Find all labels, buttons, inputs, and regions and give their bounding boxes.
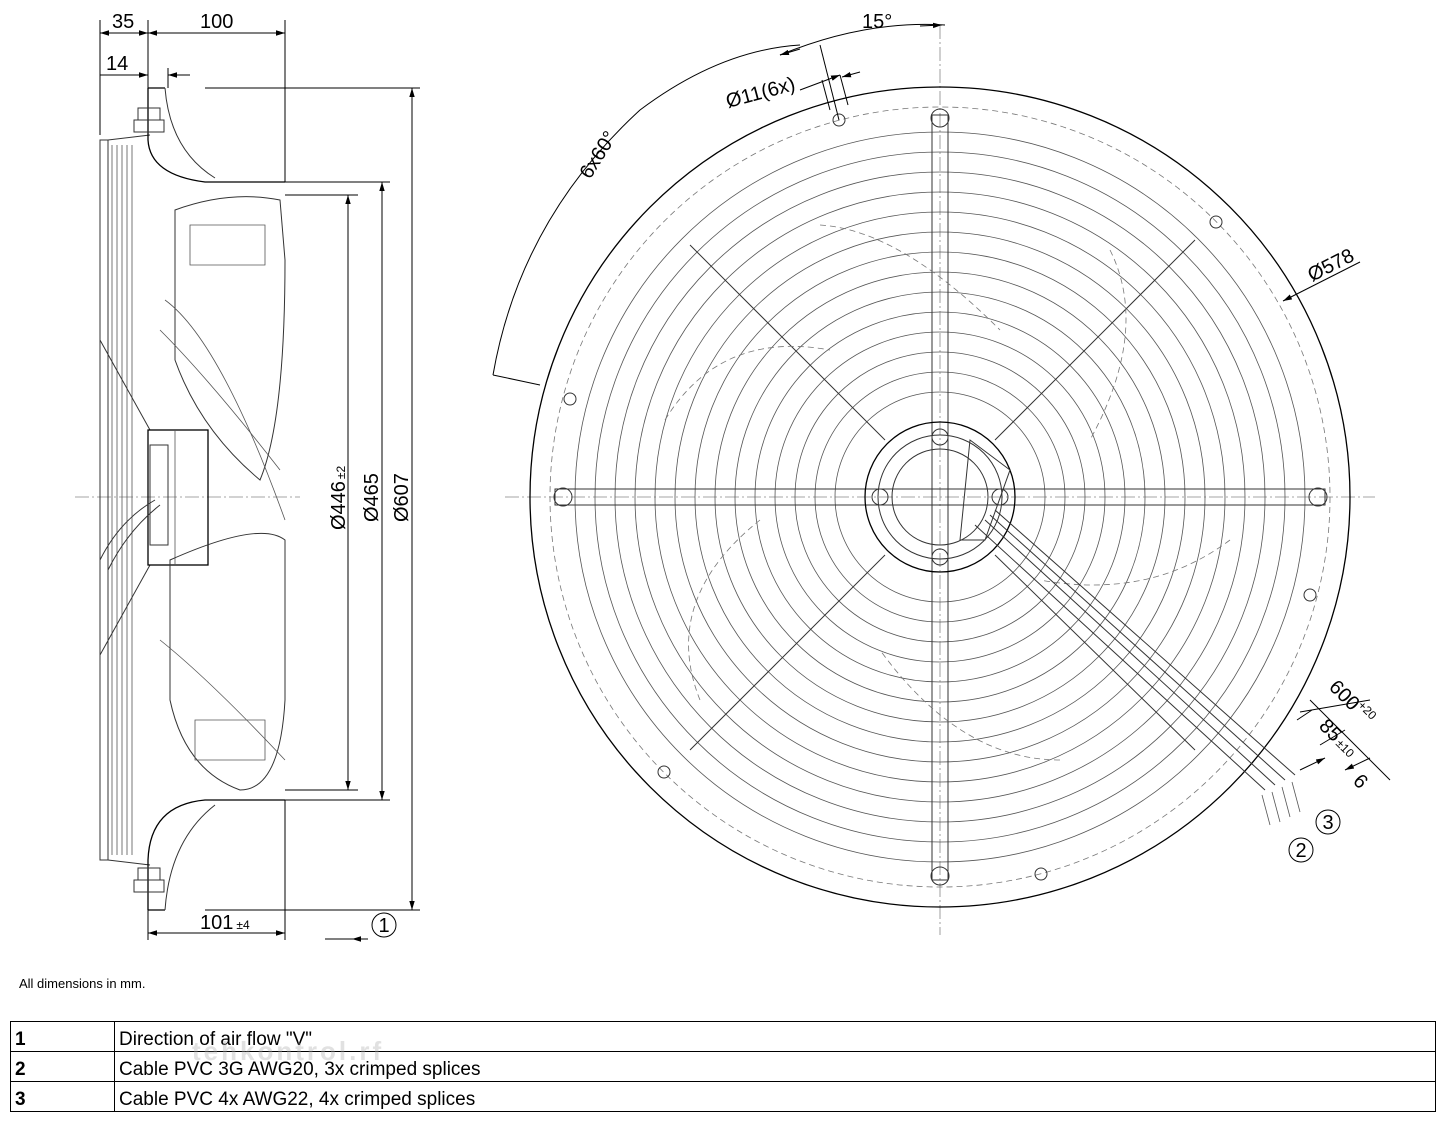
legend-number: 2 [10, 1051, 115, 1082]
bolt-circle [549, 106, 1331, 888]
guard-grille [99, 134, 151, 866]
callout-3: 3 [1322, 812, 1333, 834]
callout-2-circle [1288, 837, 1314, 863]
legend-row: 2 Cable PVC 3G AWG20, 3x crimped splices [10, 1051, 1436, 1082]
fan-blades [159, 196, 286, 791]
mounting-holes [563, 113, 1317, 881]
dim-dia-578: Ø578 [1304, 245, 1358, 287]
motor-hub [864, 421, 1016, 573]
motor [147, 429, 209, 566]
callout-1: 1 [378, 915, 389, 937]
dim-dia-607: Ø607 [391, 473, 413, 522]
callout-3-circle [1315, 809, 1341, 835]
guard-spokes [553, 108, 1328, 886]
dim-len-85: 85±10 [1314, 715, 1361, 762]
callout-1-circle [371, 912, 397, 938]
dim-14: 14 [106, 53, 128, 75]
legend-number: 3 [10, 1081, 115, 1112]
dim-100: 100 [200, 11, 233, 33]
front-view: 15° Ø11(6x) 6x60° Ø578 600+20 85±10 6 2 [492, 11, 1391, 935]
dim-pitch-6x60: 6x60° [576, 127, 622, 182]
guard-rings [574, 131, 1306, 863]
dim-101: 101±4 [200, 912, 250, 934]
legend-row: 3 Cable PVC 4x AWG22, 4x crimped splices [10, 1081, 1436, 1112]
side-cable [99, 499, 156, 700]
units-note: All dimensions in mm. [19, 976, 146, 991]
legend-text: Direction of air flow "V" [114, 1021, 1436, 1052]
dim-hole-diameter: Ø11(6x) [724, 73, 798, 113]
legend-text: Cable PVC 4x AWG22, 4x crimped splices [114, 1081, 1436, 1112]
side-cable-2 [107, 504, 161, 700]
dim-dia-446: Ø446±2 [328, 465, 350, 530]
side-view: 35 100 14 Ø446±2 Ø465 Ø607 101±4 1 [75, 11, 420, 942]
front-cables [974, 509, 1301, 826]
dim-dia-465: Ø465 [361, 473, 383, 522]
dim-35: 35 [112, 11, 134, 33]
legend-text: Cable PVC 3G AWG20, 3x crimped splices [114, 1051, 1436, 1082]
legend-row: 1 Direction of air flow "V" [10, 1021, 1436, 1052]
dim-len-6: 6 [1348, 770, 1371, 793]
dim-angle-15: 15° [862, 11, 892, 33]
flange-outline [529, 86, 1351, 908]
legend-table: 1 Direction of air flow "V" 2 Cable PVC … [10, 1021, 1436, 1112]
fan-housing [133, 87, 285, 911]
callout-2: 2 [1295, 840, 1306, 862]
legend-number: 1 [10, 1021, 115, 1052]
